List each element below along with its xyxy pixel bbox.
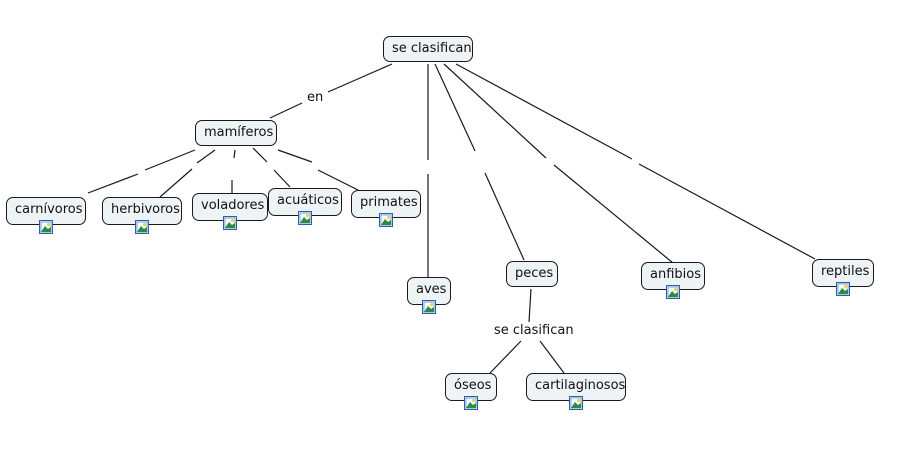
node-herbivoros-label: herbivoros xyxy=(111,202,180,217)
connector-mam-carnivoros-2 xyxy=(87,173,139,194)
connector-mam-herbivoros-2 xyxy=(159,168,193,198)
node-mamiferos-label: mamíferos xyxy=(204,125,274,140)
node-peces[interactable]: peces xyxy=(506,261,558,287)
node-carnivoros[interactable]: carnívoros xyxy=(6,197,86,234)
node-primates-label: primates xyxy=(360,195,418,210)
connector-root-peces-2 xyxy=(484,172,525,261)
node-voladores[interactable]: voladores xyxy=(192,193,268,230)
image-icon[interactable] xyxy=(379,213,393,227)
root-node-label: se clasifican xyxy=(392,41,472,56)
node-reptiles[interactable]: reptiles xyxy=(812,259,874,296)
connector-en-mamiferos xyxy=(269,102,303,119)
node-reptiles-label: reptiles xyxy=(821,264,870,279)
node-cartilaginosos[interactable]: cartilaginosos xyxy=(526,373,626,410)
node-anfibios[interactable]: anfibios xyxy=(641,262,705,299)
connector-mam-acuaticos-2 xyxy=(273,169,291,188)
node-anfibios-label: anfibios xyxy=(650,267,701,282)
node-acuaticos[interactable]: acuáticos xyxy=(268,188,342,225)
node-oseos[interactable]: óseos xyxy=(445,373,497,410)
node-carnivoros-label: carnívoros xyxy=(15,202,83,217)
connector-mam-primates xyxy=(277,149,313,163)
node-herbivoros[interactable]: herbivoros xyxy=(102,197,182,234)
connector-seclasifican-cartilaginosos xyxy=(539,340,565,374)
node-cartilaginosos-label: cartilaginosos xyxy=(535,378,626,393)
root-node[interactable]: se clasifican xyxy=(383,36,473,62)
connector-peces-seclasifican xyxy=(528,288,532,323)
connector-root-anfibios-2 xyxy=(553,164,674,264)
image-icon[interactable] xyxy=(135,220,149,234)
node-mamiferos[interactable]: mamíferos xyxy=(195,120,277,146)
node-primates[interactable]: primates xyxy=(351,190,421,227)
connector-seclasifican-oseos xyxy=(489,340,522,374)
image-icon[interactable] xyxy=(666,285,680,299)
image-icon[interactable] xyxy=(298,211,312,225)
image-icon[interactable] xyxy=(39,220,53,234)
image-icon[interactable] xyxy=(836,282,850,296)
node-oseos-label: óseos xyxy=(454,378,492,393)
connector-root-anfibios xyxy=(443,63,547,159)
connector-root-reptiles xyxy=(455,63,633,160)
image-icon[interactable] xyxy=(569,396,583,410)
connector-mam-primates-2 xyxy=(317,169,359,191)
node-aves-label: aves xyxy=(416,282,447,297)
connector-root-reptiles-2 xyxy=(638,163,816,260)
node-acuaticos-label: acuáticos xyxy=(277,193,339,208)
image-icon[interactable] xyxy=(464,396,478,410)
connector-mam-acuaticos xyxy=(252,147,268,163)
image-icon[interactable] xyxy=(223,216,237,230)
image-icon[interactable] xyxy=(422,300,436,314)
connector-mam-herbivoros xyxy=(196,149,216,164)
node-voladores-label: voladores xyxy=(201,198,265,213)
node-aves[interactable]: aves xyxy=(407,277,451,314)
linking-phrase-en[interactable]: en xyxy=(305,90,326,106)
connector-root-en xyxy=(327,63,393,93)
node-peces-label: peces xyxy=(515,266,554,281)
connector-mam-carnivoros xyxy=(144,149,196,171)
connector-mam-voladores xyxy=(233,149,236,159)
connector-root-peces xyxy=(434,63,476,152)
linking-phrase-se-clasifican[interactable]: se clasifican xyxy=(492,323,576,339)
